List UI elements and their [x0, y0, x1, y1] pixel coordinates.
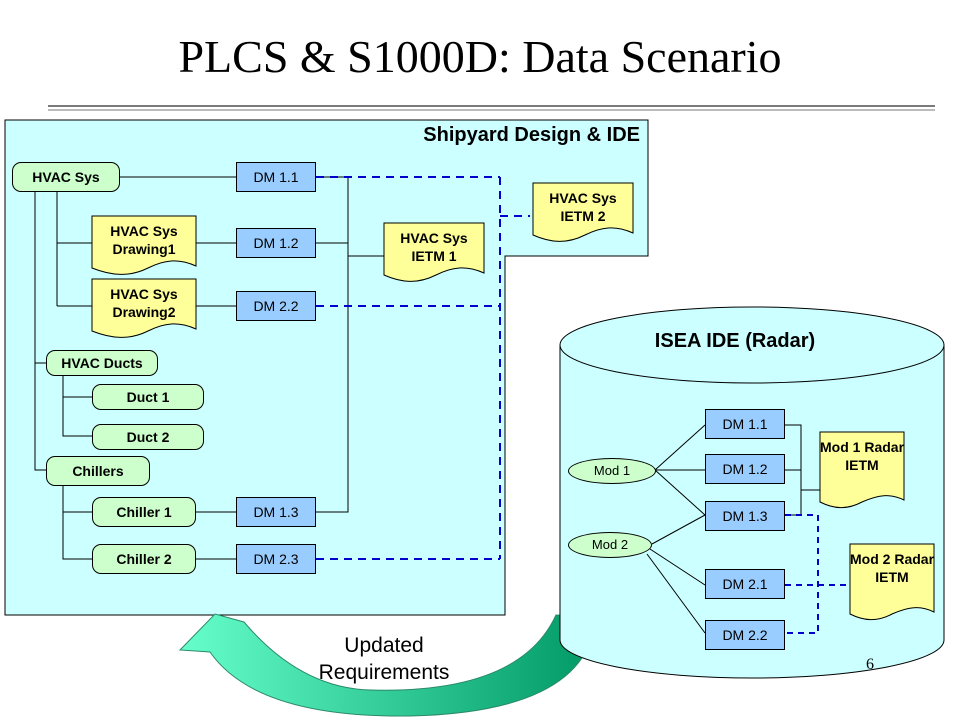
hvac-sys-ietm-2-shape: [532, 182, 634, 242]
chiller-2-node: Chiller 2: [92, 544, 196, 574]
chiller-1-node: Chiller 1: [92, 497, 196, 527]
isea-dm-2-1: DM 2.1: [705, 569, 785, 599]
page-number: 6: [866, 656, 874, 673]
hvac-sys-drawing2-label: HVAC Sys Drawing2: [110, 286, 178, 320]
shipyard-dm-2-3: DM 2.3: [236, 544, 316, 574]
shipyard-dm-1-1: DM 1.1: [236, 162, 316, 192]
shipyard-label: Shipyard Design & IDE: [423, 124, 640, 146]
slide-title: PLCS & S1000D: Data Scenario: [178, 31, 782, 82]
updated-requirements-label: Updated Requirements: [318, 634, 450, 684]
hvac-sys-ietm-2-label: HVAC Sys IETM 2: [549, 190, 617, 224]
shipyard-dm-2-2: DM 2.2: [236, 291, 316, 321]
duct-2-node: Duct 2: [92, 424, 204, 450]
mod-1-radar-ietm-label: Mod 1 Radar IETM: [820, 439, 905, 473]
isea-dm-1-2: DM 1.2: [705, 454, 785, 484]
mod-2-node: Mod 2: [568, 532, 652, 558]
mod-1-radar-ietm-shape: [819, 431, 905, 509]
mod-1-node: Mod 1: [568, 458, 656, 484]
mod-2-radar-ietm-label: Mod 2 Radar IETM: [850, 551, 935, 585]
isea-dm-1-1: DM 1.1: [705, 409, 785, 439]
hvac-ducts-node: HVAC Ducts: [46, 350, 158, 376]
mod-2-radar-ietm-shape: [849, 543, 935, 621]
shipyard-dashed-links: [316, 176, 530, 560]
hvac-sys-node: HVAC Sys: [12, 162, 120, 192]
hvac-sys-ietm-1-shape: [383, 222, 485, 282]
chillers-node: Chillers: [46, 456, 150, 486]
duct-1-node: Duct 1: [92, 384, 204, 410]
shipyard-dm-1-3: DM 1.3: [236, 497, 316, 527]
isea-dm-1-3: DM 1.3: [705, 501, 785, 531]
hvac-sys-drawing1-label: HVAC Sys Drawing1: [110, 223, 178, 257]
isea-label: ISEA IDE (Radar): [654, 330, 816, 352]
isea-tree-lines: [646, 424, 820, 634]
isea-cylinder-top: [559, 306, 945, 384]
hvac-sys-drawing2-shape: [91, 278, 197, 338]
shipyard-dm-1-2: DM 1.2: [236, 228, 316, 258]
isea-dm-2-2: DM 2.2: [705, 620, 785, 650]
hvac-sys-ietm-1-label: HVAC Sys IETM 1: [400, 230, 468, 264]
isea-dashed-links: [785, 514, 850, 634]
hvac-sys-drawing1-shape: [91, 215, 197, 275]
